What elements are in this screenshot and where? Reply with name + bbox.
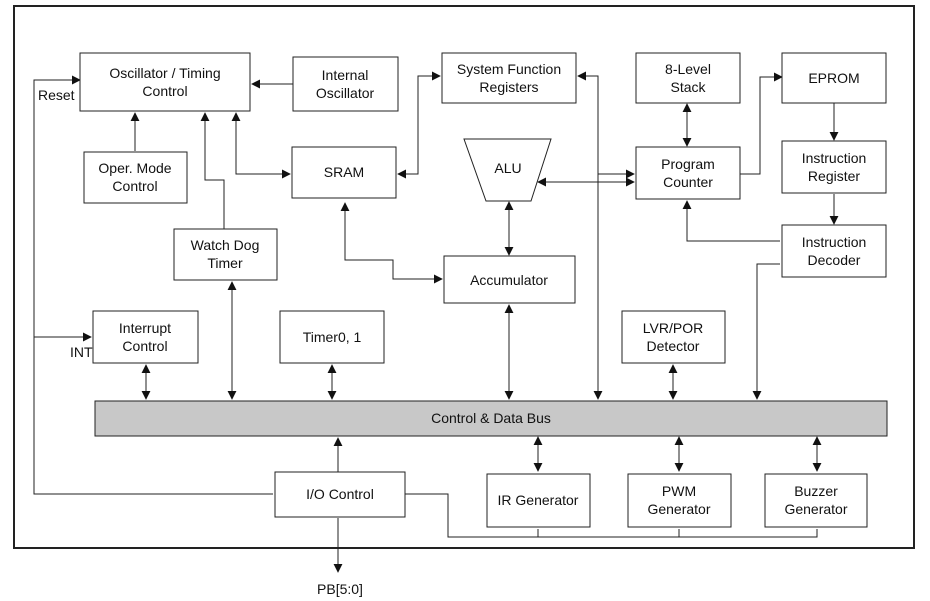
osc-timing-label-line: Control — [142, 83, 187, 99]
bus-label: Control & Data Bus — [431, 410, 551, 426]
internal-osc-label-line: Internal — [322, 67, 369, 83]
internal-osc-block — [292, 56, 399, 112]
eprom-label-line: EPROM — [808, 70, 859, 86]
ir-generator-block — [486, 473, 591, 528]
instr-decoder-label-line: Instruction — [802, 234, 867, 250]
accumulator-block — [443, 255, 576, 304]
buzzer-gen-label-line: Generator — [784, 501, 847, 517]
wire-wdt-osc — [200, 112, 225, 229]
pwm-gen-label-line: PWM — [662, 483, 696, 499]
wire-decoder-bus — [752, 263, 780, 400]
instr-register-label-line: Register — [808, 168, 860, 184]
timer01-label-line: Timer0, 1 — [303, 329, 362, 345]
pwm-gen-label-line: Generator — [647, 501, 710, 517]
instr-decoder-block — [781, 224, 887, 278]
timer01-block — [279, 310, 385, 364]
wire-reset — [33, 75, 273, 495]
interrupt-label-line: Control — [122, 338, 167, 354]
program-counter-block — [635, 146, 741, 200]
ir-generator-label: IR Generator — [498, 492, 579, 508]
osc-timing-block — [79, 52, 251, 112]
watchdog-label-line: Timer — [207, 255, 243, 271]
watchdog-label-line: Watch Dog — [191, 237, 260, 253]
sfr-block — [441, 52, 577, 104]
sram-block — [291, 146, 397, 199]
lvr-por-label-line: Detector — [647, 338, 700, 354]
oper-mode-label-line: Oper. Mode — [98, 160, 171, 176]
watchdog-block — [173, 228, 278, 281]
wire-osc-sram — [231, 112, 291, 179]
pb-pin-label: PB[5:0] — [317, 581, 363, 597]
sys-func-regs-label-line: Registers — [479, 79, 538, 95]
wire-sfr-pc — [577, 71, 635, 179]
interrupt-label-line: Interrupt — [119, 320, 171, 336]
ir-gen-label-line: IR Generator — [498, 492, 579, 508]
instr-decoder-label-line: Decoder — [808, 252, 861, 268]
stack-block — [635, 52, 741, 104]
connections — [33, 71, 839, 573]
buzzer-gen-label-line: Buzzer — [794, 483, 838, 499]
instr-register-label-line: Instruction — [802, 150, 867, 166]
interrupt-block — [92, 310, 199, 364]
eprom-block — [781, 52, 887, 104]
int-pin-label: INT — [70, 344, 93, 360]
oper-mode-block — [83, 151, 188, 204]
reset-pin-label: Reset — [38, 87, 75, 103]
accumulator-label-line: Accumulator — [470, 272, 548, 288]
io-control-label: I/O Control — [306, 486, 374, 502]
wire-pc-eprom — [740, 72, 783, 175]
alu-label: ALU — [494, 160, 521, 176]
sram-label-line: SRAM — [324, 164, 364, 180]
wire-sram-acc — [340, 202, 443, 284]
alu-label-line: ALU — [494, 160, 521, 176]
wire-io-generators — [405, 493, 818, 538]
timer01-label: Timer0, 1 — [303, 329, 362, 345]
sram-label: SRAM — [324, 164, 364, 180]
internal-osc-label-line: Oscillator — [316, 85, 375, 101]
oper-mode-label-line: Control — [112, 178, 157, 194]
outer-frame — [13, 5, 915, 549]
wire-sram-sfr — [397, 71, 441, 179]
accumulator-label: Accumulator — [470, 272, 548, 288]
alu-block — [463, 138, 552, 202]
pwm-generator-block — [627, 473, 732, 528]
lvr-por-block — [621, 310, 726, 364]
stack-label-line: Stack — [670, 79, 706, 95]
eprom-label: EPROM — [808, 70, 859, 86]
instr-register-block — [781, 140, 887, 194]
io-control-block — [274, 471, 406, 518]
program-counter-label-line: Counter — [663, 174, 713, 190]
stack-label-line: 8-Level — [665, 61, 711, 77]
io-control-label-line: I/O Control — [306, 486, 374, 502]
control-data-bus — [94, 400, 888, 437]
buzzer-generator-block — [764, 473, 868, 528]
lvr-por-label: LVR/POR Detector — [643, 320, 703, 354]
sys-func-regs-label-line: System Function — [457, 61, 561, 77]
pwm-generator-label: PWM Generator — [647, 483, 710, 517]
wire-decoder-pc — [682, 200, 780, 242]
osc-timing-label-line: Oscillator / Timing — [109, 65, 220, 81]
program-counter-label-line: Program — [661, 156, 715, 172]
lvr-por-label-line: LVR/POR — [643, 320, 703, 336]
